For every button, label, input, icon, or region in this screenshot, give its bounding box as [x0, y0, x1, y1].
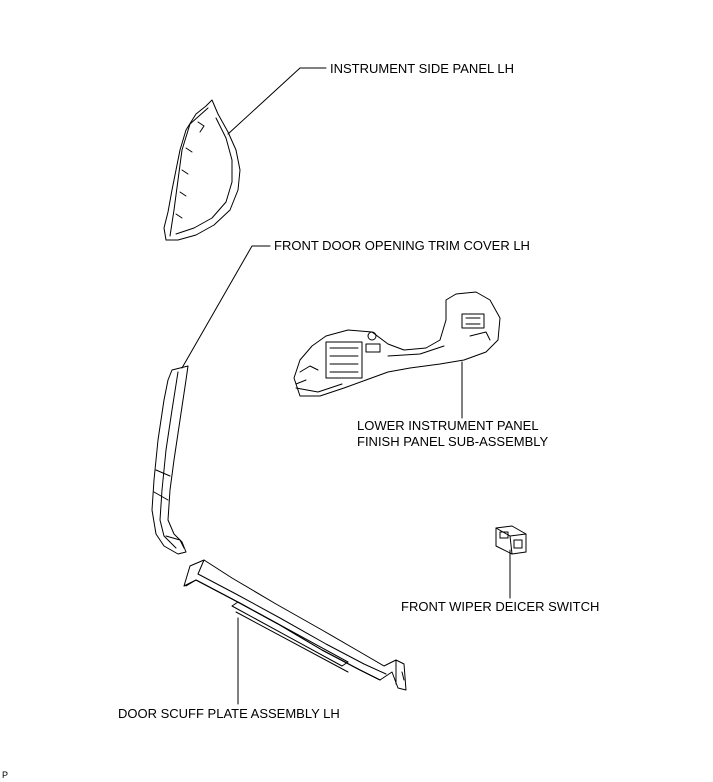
- front-wiper-deicer-switch-part: [495, 525, 527, 555]
- reference-code: P: [2, 770, 9, 780]
- label-instrument-side-panel: INSTRUMENT SIDE PANEL LH: [330, 61, 514, 76]
- label-door-scuff-plate: DOOR SCUFF PLATE ASSEMBLY LH: [118, 706, 340, 721]
- label-front-door-opening-trim-cover: FRONT DOOR OPENING TRIM COVER LH: [274, 238, 530, 253]
- leader-front-door-trim-cover: [181, 245, 271, 369]
- front-door-opening-trim-cover-part: [151, 365, 189, 555]
- leader-instrument-side-panel: [227, 67, 327, 135]
- label-front-wiper-deicer-switch: FRONT WIPER DEICER SWITCH: [401, 599, 600, 614]
- lower-instrument-panel-part: [293, 291, 501, 397]
- label-lower-instrument-panel-line2: FINISH PANEL SUB-ASSEMBLY: [357, 434, 549, 449]
- label-lower-instrument-panel-line1: LOWER INSTRUMENT PANEL: [357, 418, 539, 433]
- door-scuff-plate-part: [183, 559, 407, 691]
- instrument-side-panel-part: [163, 99, 241, 241]
